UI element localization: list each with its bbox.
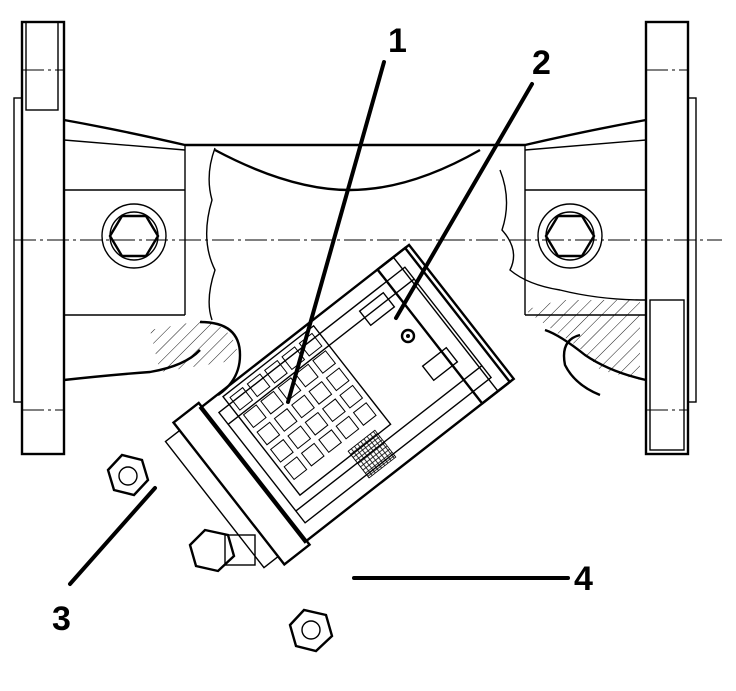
perforation-hole — [294, 363, 319, 388]
perforation-hole — [263, 359, 288, 384]
cover-bolt-right — [288, 608, 334, 653]
perforation-hole — [304, 411, 329, 436]
perforation-hole — [273, 408, 298, 432]
leader-3 — [68, 486, 157, 586]
cover-bolt-center — [188, 528, 256, 573]
perforation-hole — [246, 373, 271, 398]
cover-bolt-left — [106, 453, 150, 497]
perforation-hole — [321, 398, 346, 423]
leader-1 — [286, 60, 386, 404]
perforation-hole — [339, 384, 364, 409]
perforation-hole — [256, 421, 281, 446]
perforation-hole — [318, 429, 343, 454]
left-flange — [13, 20, 66, 456]
strainer-perforated-element — [222, 324, 392, 497]
strainer-cartridge — [164, 243, 516, 569]
perforation-hole — [277, 377, 302, 402]
perforation-hole — [352, 402, 377, 426]
callout-2: 2 — [532, 44, 551, 82]
valve-body — [14, 118, 722, 397]
leader-lines — [68, 60, 570, 586]
leader-2 — [394, 82, 534, 320]
perforation-hole — [291, 394, 315, 419]
perforation-hole — [287, 425, 312, 450]
retaining-screw-assembly — [358, 291, 459, 382]
perforation-hole — [283, 456, 308, 481]
callout-3: 3 — [52, 600, 71, 638]
perforation-hole — [312, 350, 337, 374]
perforation-hole — [308, 380, 333, 405]
perforation-hole — [300, 442, 325, 467]
perforation-hole — [269, 438, 294, 463]
right-flange — [644, 20, 697, 456]
right-hex-plug — [537, 203, 603, 269]
left-hex-plug — [101, 203, 167, 269]
perforation-hole — [242, 404, 267, 429]
strainer-mesh — [347, 429, 397, 479]
perforation-hole — [325, 367, 350, 392]
callout-1: 1 — [388, 22, 407, 60]
callout-4: 4 — [574, 560, 593, 598]
perforation-hole — [260, 390, 285, 415]
perforation-hole — [229, 386, 254, 411]
perforation-hole — [335, 415, 360, 440]
